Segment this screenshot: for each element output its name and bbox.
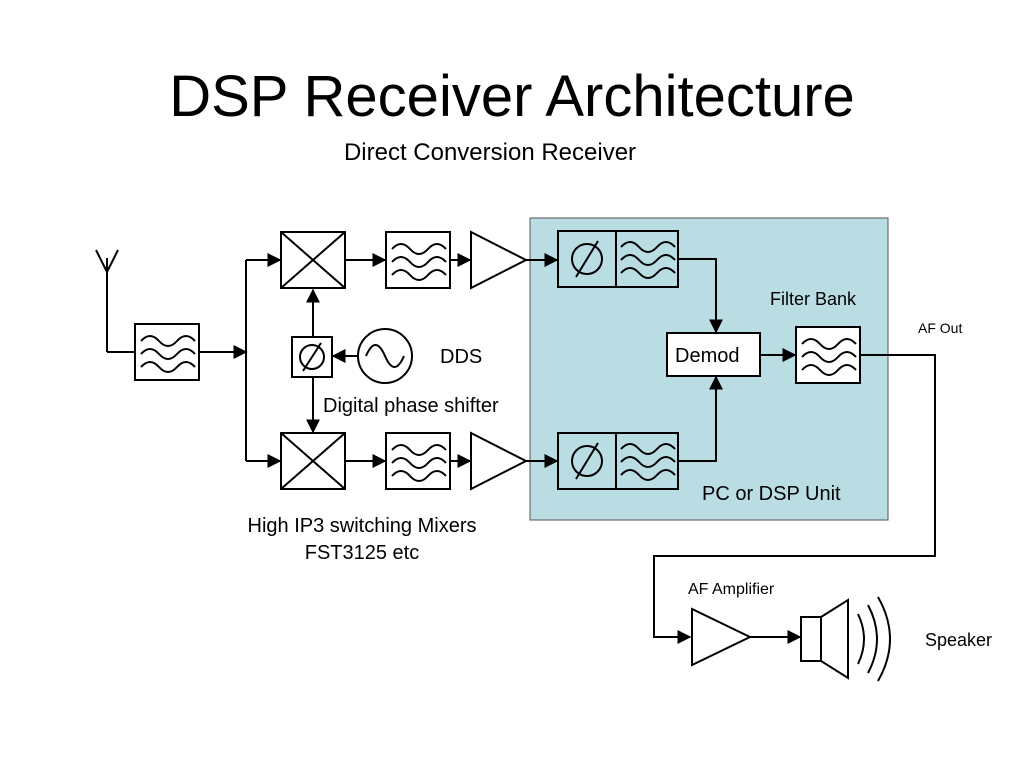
dds-label: DDS <box>440 346 482 368</box>
mixer-icon <box>280 231 346 289</box>
pc-dsp-unit-label: PC or DSP Unit <box>702 483 841 505</box>
lowpass-filter-q <box>385 432 451 490</box>
mixer-icon <box>280 432 346 490</box>
bandpass-filter-icon <box>620 241 676 279</box>
slide-subtitle: Direct Conversion Receiver <box>343 139 637 166</box>
filter-bank <box>795 326 861 384</box>
input-filter <box>134 323 200 381</box>
slide-title: DSP Receiver Architecture <box>169 64 855 129</box>
lowpass-filter-i <box>385 231 451 289</box>
mixer-i <box>280 231 346 289</box>
af-amplifier <box>691 607 753 667</box>
bandpass-filter-icon <box>391 243 447 281</box>
phase-shifter-icon <box>299 342 325 372</box>
mixers-caption-line1: High IP3 switching Mixers <box>248 515 477 537</box>
phase-shifter-icon <box>571 240 603 278</box>
bandpass-filter-icon <box>620 443 676 481</box>
amplifier-icon <box>470 431 529 491</box>
phase-shifter-label: Digital phase shifter <box>323 395 499 417</box>
phase-shifter-icon <box>571 442 603 480</box>
oscillator-icon <box>365 344 405 368</box>
amplifier-icon <box>470 230 529 290</box>
mixer-q <box>280 432 346 490</box>
bandpass-filter-icon <box>140 335 196 373</box>
phase-shifter <box>291 336 333 378</box>
dds-oscillator <box>357 328 413 384</box>
antenna-icon <box>95 249 135 353</box>
filter-bank-label: Filter Bank <box>770 289 857 309</box>
demod-label: Demod <box>675 345 739 367</box>
af-amplifier-label: AF Amplifier <box>688 581 775 598</box>
demod-block <box>666 332 761 377</box>
speaker-icon <box>800 596 891 682</box>
af-out-label: AF Out <box>918 320 962 336</box>
dsp-phase-filter-q <box>557 432 679 490</box>
speaker-label: Speaker <box>925 630 992 650</box>
bandpass-filter-icon <box>801 338 857 376</box>
mixers-caption-line2: FST3125 etc <box>305 542 420 564</box>
bandpass-filter-icon <box>391 444 447 482</box>
